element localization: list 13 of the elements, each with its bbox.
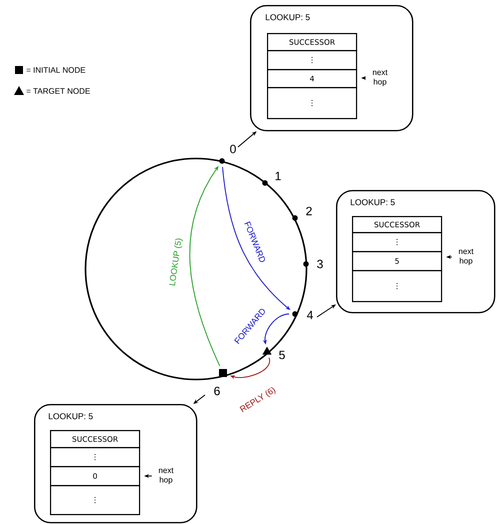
node-number: 0 (230, 144, 236, 154)
edge-label: LOOKUP (5) (168, 237, 184, 287)
next-hop-label: next hop (158, 468, 174, 484)
node-number: 2 (306, 206, 312, 216)
legend-label: = INITIAL NODE (26, 67, 86, 73)
node-number: 5 (279, 350, 285, 360)
node-number: 6 (214, 386, 220, 396)
next-hop-label: next hop (458, 248, 474, 266)
node-number: 4 (306, 310, 313, 320)
next-hop-label: next hop (372, 70, 388, 86)
node-number: 1 (276, 172, 281, 180)
legend-label: = TARGET NODE (26, 88, 90, 94)
node-number: 3 (317, 260, 323, 268)
